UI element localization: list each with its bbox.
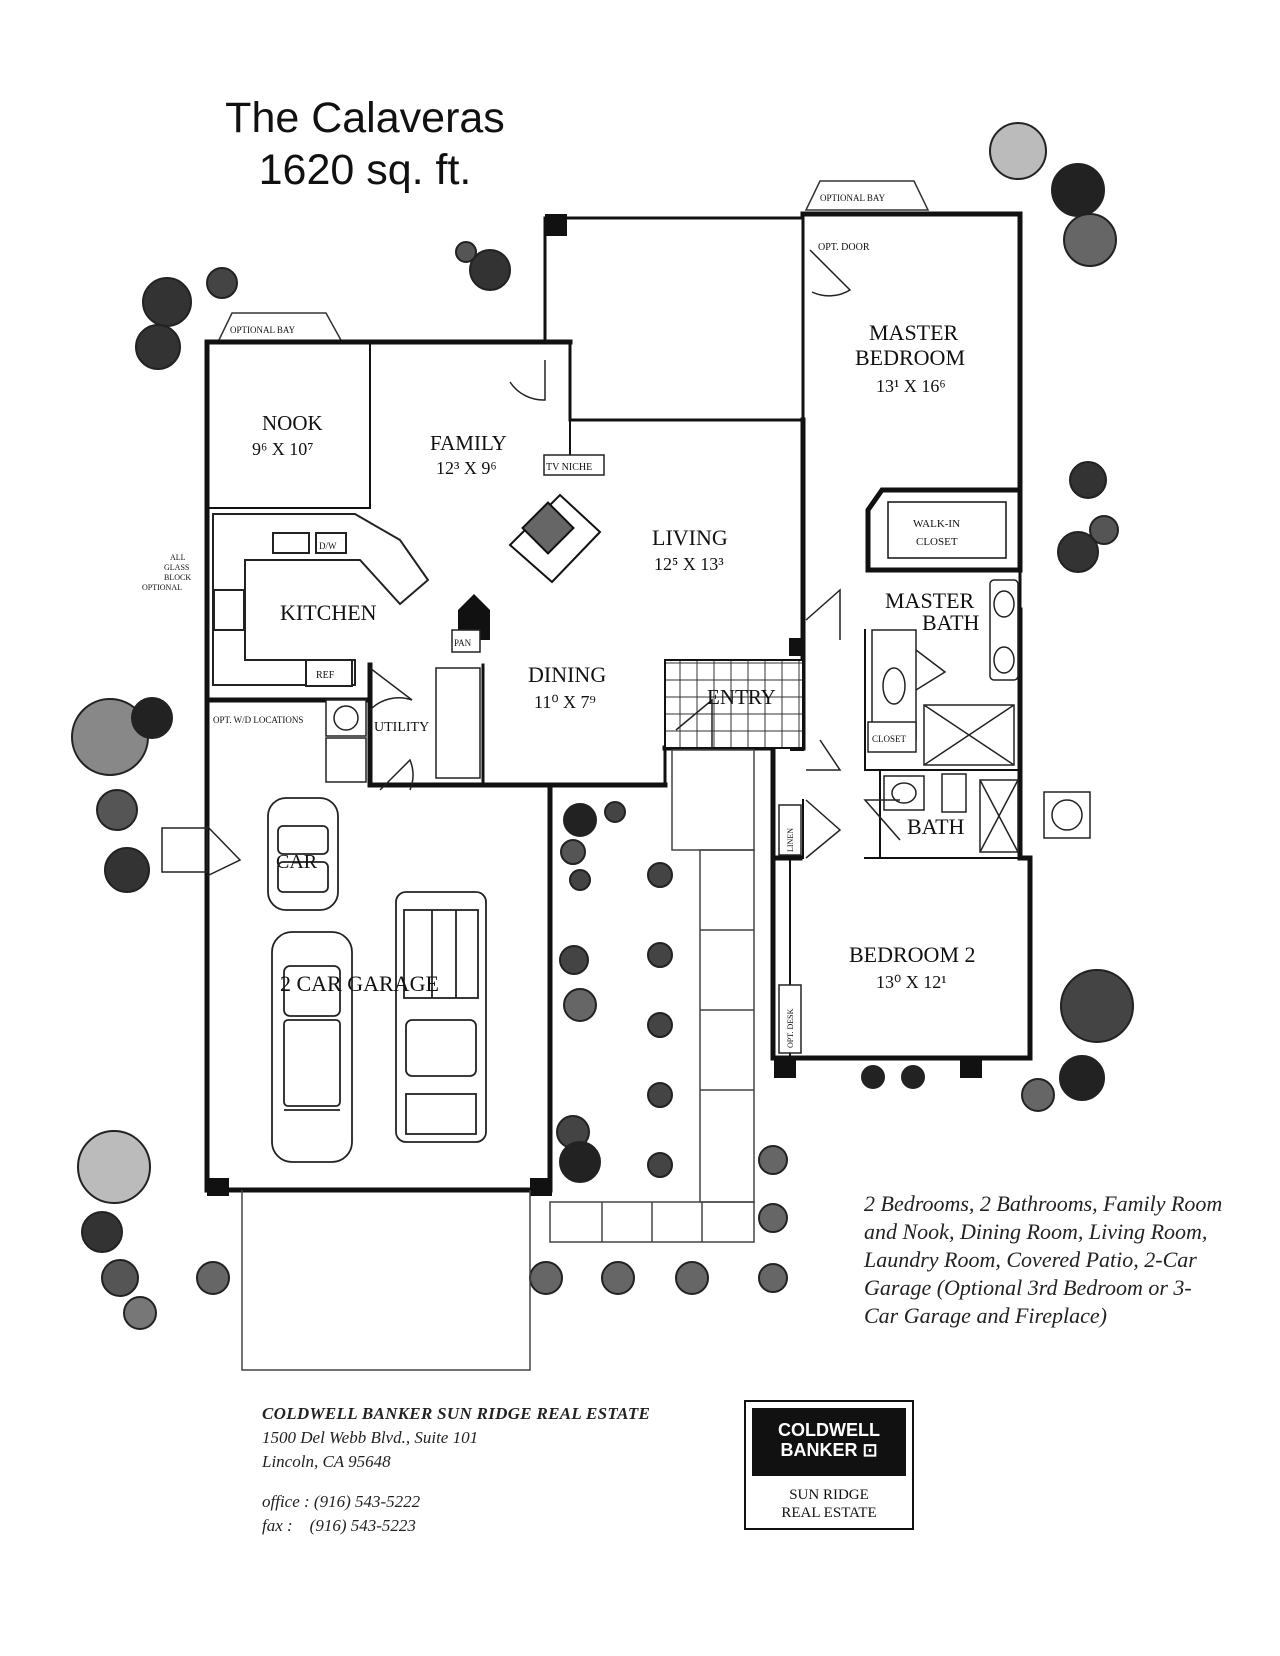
- doors: [161, 249, 947, 877]
- car-icon: [395, 891, 487, 1143]
- living-label: LIVING: [652, 525, 728, 550]
- bath-fixtures: [883, 773, 1091, 853]
- master-bedroom-label-2: BEDROOM: [855, 345, 965, 370]
- bedroom2-dims: 13⁰ X 12¹: [876, 972, 947, 992]
- logo-line-3: SUN RIDGE: [789, 1487, 869, 1503]
- pantry: [451, 629, 481, 653]
- utility-label: UTILITY: [374, 720, 429, 735]
- entry-label: ENTRY: [707, 685, 776, 709]
- svg-text:BLOCK: BLOCK: [164, 573, 191, 582]
- optional-bay-left-label: OPTIONAL BAY: [230, 325, 296, 335]
- master-bath-label-1: MASTER: [885, 588, 975, 613]
- address-line-2: Lincoln, CA 95648: [262, 1452, 391, 1471]
- glass-block-note: ALL GLASS BLOCK OPTIONAL: [142, 553, 191, 592]
- washer-dryer-location-label: OPT. W/D LOCATIONS: [213, 715, 303, 725]
- garage-label: 2 CAR GARAGE: [280, 971, 439, 996]
- tree-icon: [71, 697, 173, 893]
- plan-summary: 2 Bedrooms, 2 Bathrooms, Family Room and…: [864, 1191, 1223, 1328]
- plan-title: The Calaveras 1620 sq. ft.: [200, 92, 530, 196]
- fax-number: fax : (916) 543-5223: [262, 1516, 416, 1535]
- optional-bay-right-label: OPTIONAL BAY: [820, 193, 886, 203]
- opt-desk-label: OPT. DESK: [786, 1008, 795, 1048]
- logo-mark: COLDWELL BANKER ⊡: [752, 1408, 906, 1476]
- linen-label: LINEN: [786, 828, 795, 852]
- master-bath-fixtures: [867, 579, 1019, 766]
- svg-text:ALL: ALL: [170, 553, 186, 562]
- closet-label: CLOSET: [872, 734, 907, 744]
- desk: [778, 984, 802, 1054]
- nook-label: NOOK: [262, 411, 323, 435]
- kitchen-label: KITCHEN: [280, 600, 377, 625]
- logo-subtitle: SUN RIDGE REAL ESTATE: [746, 1486, 912, 1522]
- pantry-label: PAN: [454, 638, 472, 648]
- logo-line-1: COLDWELL: [778, 1420, 880, 1440]
- walk-in-closet-label-2: CLOSET: [916, 536, 958, 548]
- address-line-1: 1500 Del Webb Blvd., Suite 101: [262, 1428, 479, 1447]
- bath-label: BATH: [907, 814, 965, 839]
- plan-name: The Calaveras: [225, 94, 505, 142]
- tree-icon: [989, 122, 1117, 267]
- utility-fixtures: [325, 667, 481, 783]
- tree-icon: [455, 241, 511, 291]
- fridge-label: REF: [316, 670, 335, 681]
- nook-dims: 9⁶ X 10⁷: [252, 439, 314, 459]
- fireplace: [508, 493, 602, 584]
- tv-niche-label: TV NICHE: [546, 462, 592, 473]
- dining-dims: 11⁰ X 7⁹: [534, 692, 596, 712]
- landscaping: [71, 122, 1134, 1330]
- tree-icon: [1057, 461, 1119, 573]
- family-label: FAMILY: [430, 431, 507, 455]
- family-dims: 12³ X 9⁶: [436, 458, 497, 478]
- cars: [267, 797, 487, 1163]
- tv-niche: [543, 454, 605, 476]
- master-bath-label-2: BATH: [922, 610, 980, 635]
- contact-block: COLDWELL BANKER SUN RIDGE REAL ESTATE 15…: [262, 1402, 732, 1538]
- linen-closet: [778, 804, 802, 856]
- car-icon: [271, 931, 353, 1163]
- tree-icon: [77, 1130, 157, 1330]
- kitchen-counters: [212, 513, 430, 687]
- bedroom2-label: BEDROOM 2: [849, 942, 976, 967]
- tree-icon: [135, 267, 238, 370]
- car-icon: [267, 797, 339, 911]
- svg-text:OPTIONAL: OPTIONAL: [142, 583, 182, 592]
- walk-in-closet: [865, 487, 1023, 573]
- dishwasher-label: D/W: [319, 541, 337, 551]
- logo-line-2: BANKER ⊡: [780, 1440, 878, 1460]
- logo-line-4: REAL ESTATE: [781, 1505, 877, 1521]
- living-dims: 12⁵ X 13³: [654, 554, 724, 574]
- dining-label: DINING: [528, 662, 606, 687]
- master-bedroom-dims: 13¹ X 16⁶: [876, 376, 946, 396]
- company-name: COLDWELL BANKER SUN RIDGE REAL ESTATE: [262, 1404, 651, 1423]
- tree-icon: [1021, 969, 1134, 1112]
- room-labels: NOOK 9⁶ X 10⁷ FAMILY 12³ X 9⁶ LIVING 12⁵…: [252, 320, 980, 996]
- shrub-row: [196, 801, 925, 1295]
- entry-tile: [664, 659, 804, 749]
- walkway: [241, 749, 755, 1371]
- master-bedroom-label-1: MASTER: [869, 320, 959, 345]
- office-phone: office : (916) 543-5222: [262, 1492, 421, 1511]
- walk-in-closet-label-1: WALK-IN: [913, 518, 960, 530]
- svg-text:GLASS: GLASS: [164, 563, 189, 572]
- plan-area: 1620 sq. ft.: [258, 146, 472, 194]
- opt-door-label: OPT. DOOR: [818, 242, 870, 253]
- car-label: CAR: [276, 851, 318, 873]
- coldwell-banker-logo: COLDWELL BANKER ⊡ SUN RIDGE REAL ESTATE: [744, 1400, 914, 1530]
